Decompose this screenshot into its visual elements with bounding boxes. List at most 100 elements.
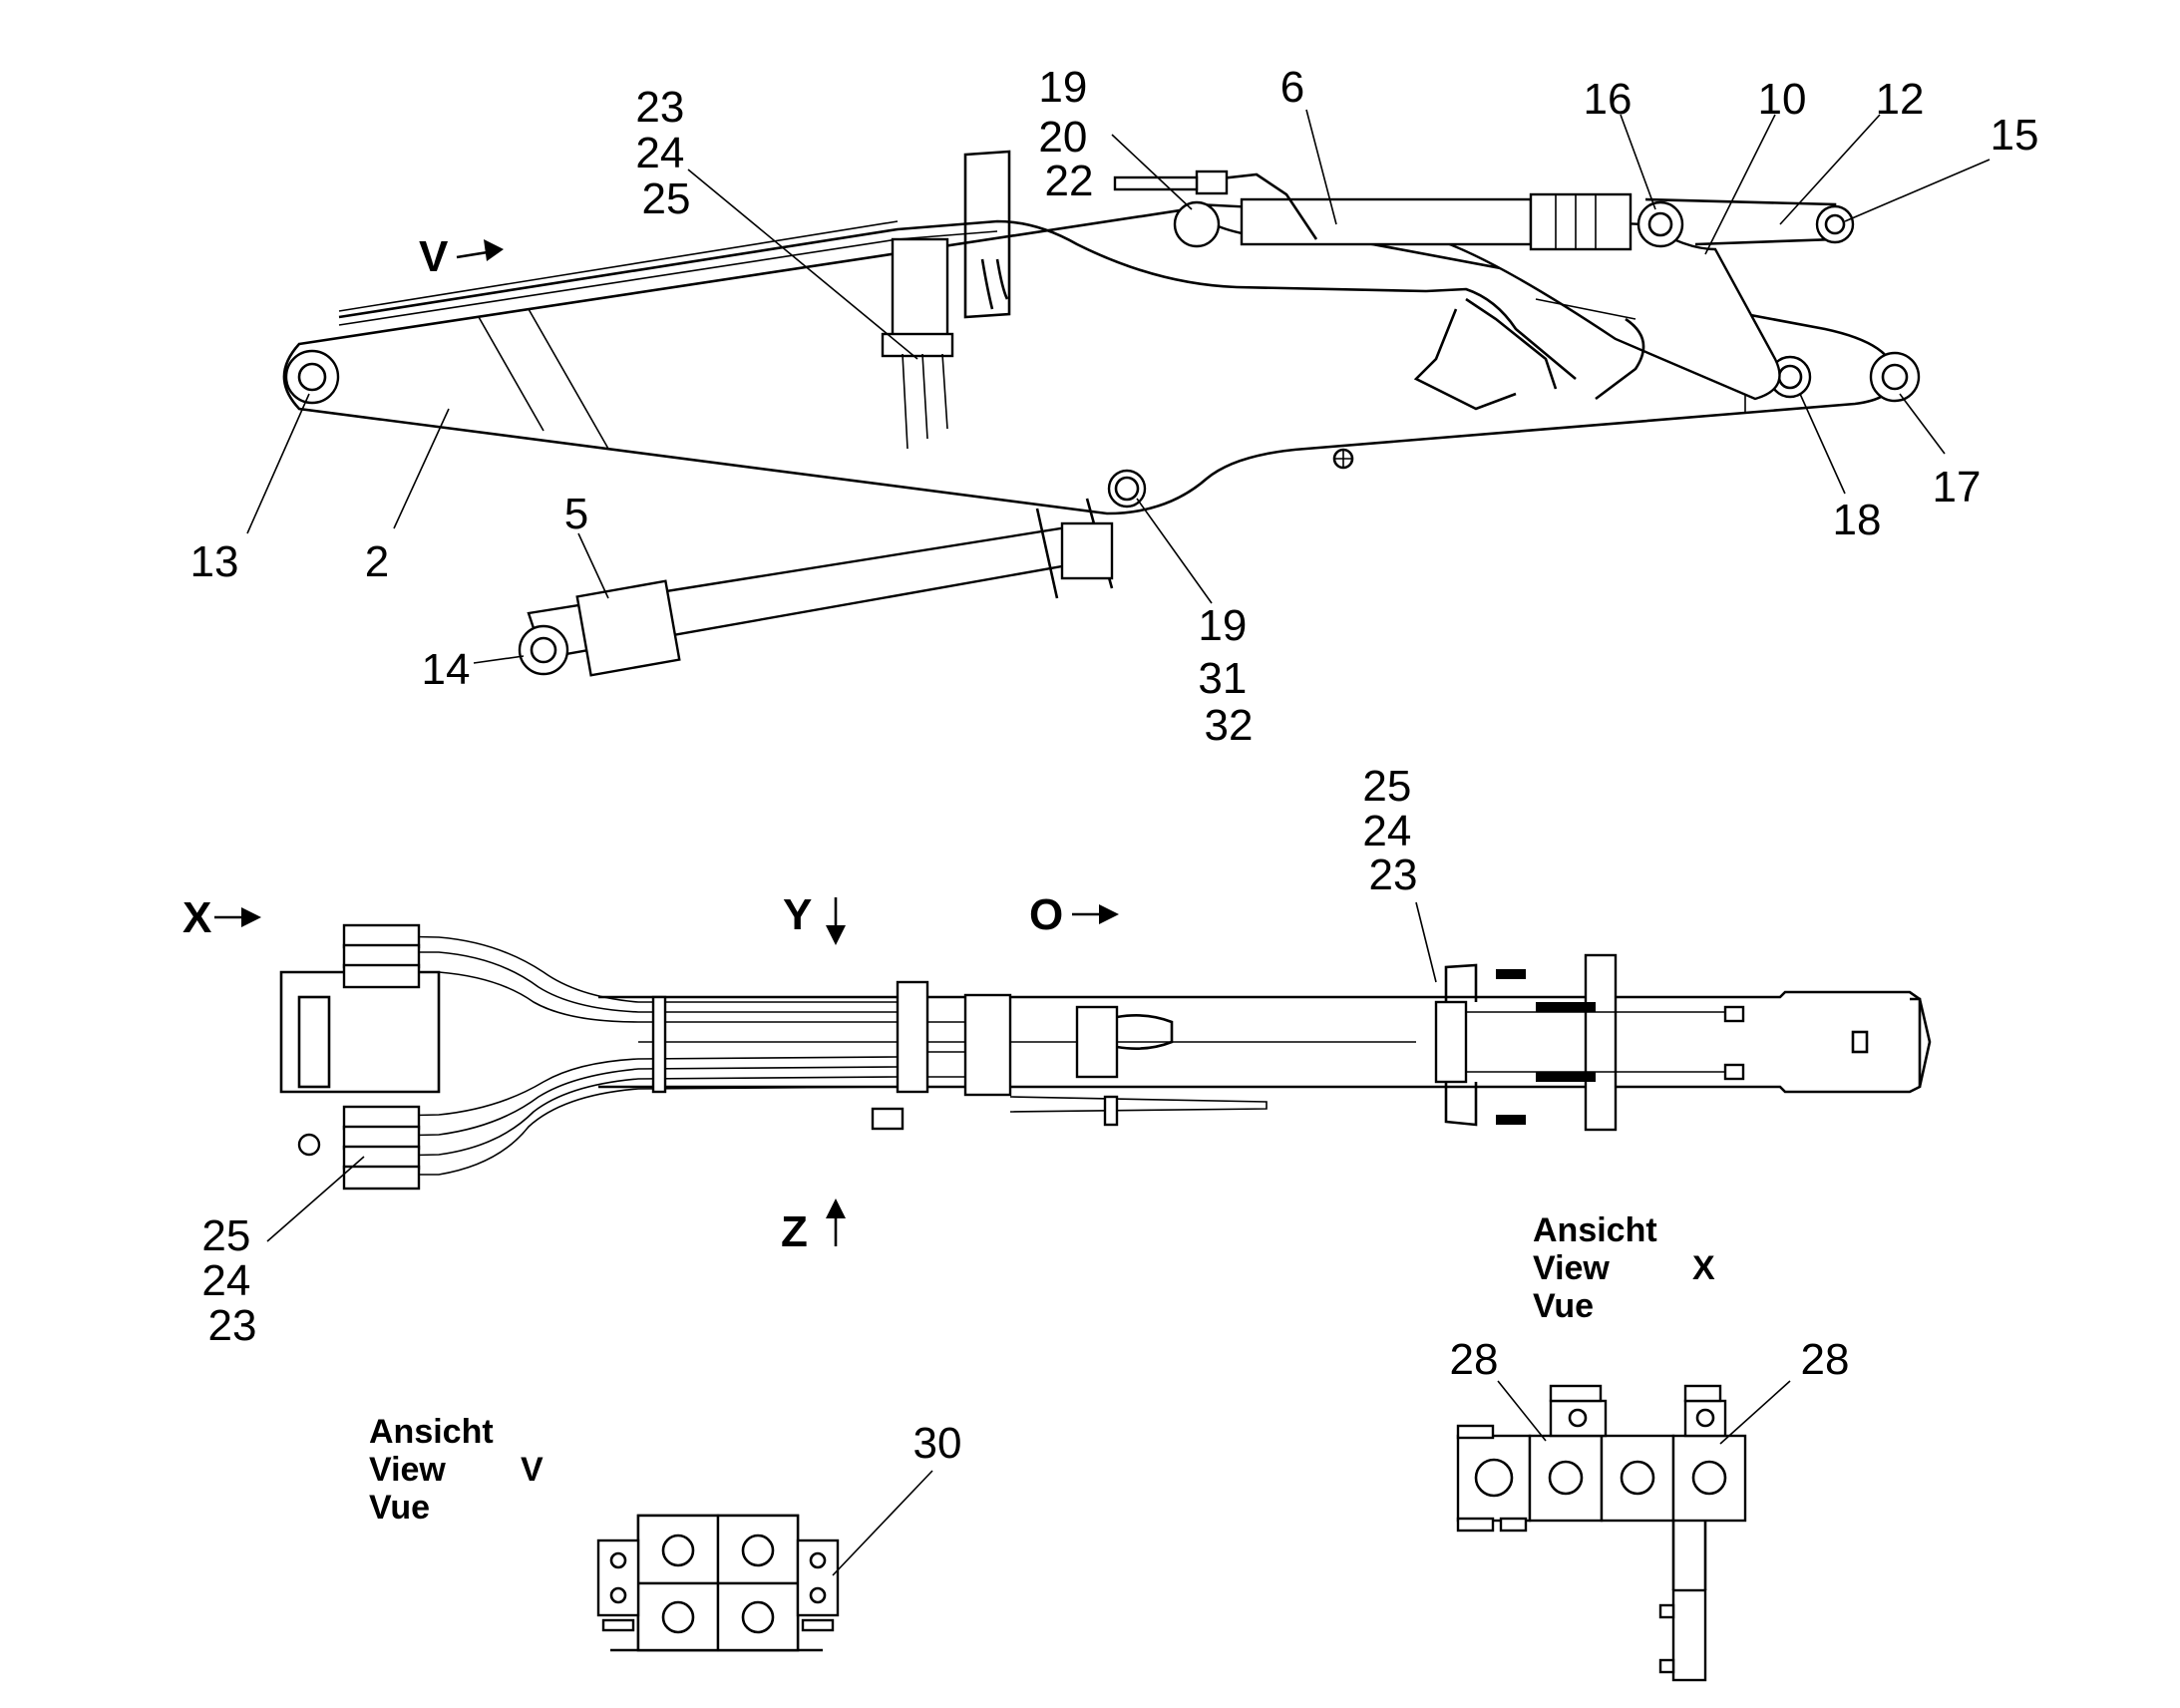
clamp-cell xyxy=(636,1514,720,1585)
small-hole xyxy=(609,1551,627,1569)
title-vue: Vue xyxy=(369,1489,430,1527)
detail-v-title: Ansicht View Vue xyxy=(369,1413,503,1527)
cylinder-6-rod xyxy=(1240,197,1533,246)
pin-15 xyxy=(1815,204,1855,244)
label-17: 17 xyxy=(1933,463,1982,512)
clamp xyxy=(1103,1095,1119,1127)
nut xyxy=(1456,1424,1495,1440)
label-32: 32 xyxy=(1205,701,1254,750)
pipe-hole xyxy=(741,1600,775,1634)
hydraulic-line xyxy=(338,220,899,312)
detail-view-v: Ansicht View Vue V 30 xyxy=(369,1413,961,1652)
small-hole xyxy=(809,1551,827,1569)
leader-5 xyxy=(577,532,609,599)
fitting xyxy=(342,943,421,969)
cylinder-5-head xyxy=(575,579,681,677)
boom-foot-pin xyxy=(297,995,331,1089)
label-13: 13 xyxy=(190,537,239,586)
boom-head-mark xyxy=(1851,1030,1869,1054)
hose-fan xyxy=(343,934,898,1003)
leader-10 xyxy=(1704,114,1776,255)
label-23: 23 xyxy=(635,83,684,132)
fitting xyxy=(342,1125,421,1151)
hose-bundle xyxy=(1413,308,1517,411)
label-28-left: 28 xyxy=(1450,1335,1499,1384)
label-28-right: 28 xyxy=(1801,1335,1850,1384)
label-25: 25 xyxy=(201,1211,250,1260)
mount-plate xyxy=(1671,1588,1707,1682)
label-group-left: 25 24 23 xyxy=(201,1211,262,1350)
top-clamp xyxy=(1683,1399,1727,1438)
leader-15 xyxy=(1844,159,1991,222)
clamp-cell xyxy=(1600,1434,1675,1523)
hose-bundle xyxy=(1535,298,1636,320)
label-2: 2 xyxy=(365,537,389,586)
top-clamp xyxy=(1549,1399,1608,1438)
fitting xyxy=(342,963,421,989)
hose-bundle xyxy=(1465,297,1558,390)
view-v-arrowhead xyxy=(484,239,504,261)
pin-16 xyxy=(1636,200,1684,248)
hose-spiral xyxy=(1496,1115,1526,1125)
boom-foot xyxy=(279,970,441,1094)
valve-unit xyxy=(1075,1005,1119,1079)
pin-14-bore xyxy=(530,636,557,664)
mount-plate-link xyxy=(1671,1521,1707,1590)
detail-x-letter: X xyxy=(1692,1249,1715,1287)
label-group-19-31-32: 19 31 32 xyxy=(1198,601,1259,750)
pin-19-lower xyxy=(1107,469,1147,509)
pin-16-bore xyxy=(1647,211,1673,237)
leader-2 xyxy=(393,408,450,529)
detail-x-title: Ansicht View Vue xyxy=(1533,1211,1666,1325)
view-o-label: O xyxy=(1029,890,1063,939)
hydraulic-line xyxy=(338,219,1427,319)
cylinder-6-barrel xyxy=(1529,192,1633,251)
pin-13 xyxy=(284,349,340,405)
label-16: 16 xyxy=(1584,75,1633,124)
view-y-arrowhead xyxy=(826,925,846,945)
detail-view-x: Ansicht View Vue X 28 28 xyxy=(1450,1211,1850,1682)
pipe-hole xyxy=(1548,1460,1584,1496)
label-10: 10 xyxy=(1758,75,1807,124)
label-22: 22 xyxy=(1045,157,1094,205)
nut xyxy=(1456,1517,1495,1533)
small-clamp xyxy=(796,1538,840,1617)
leader-28-right xyxy=(1719,1380,1791,1445)
extra-hose xyxy=(1009,1096,1268,1113)
label-5: 5 xyxy=(564,490,588,538)
clamp xyxy=(651,995,667,1094)
view-z-arrowhead xyxy=(826,1198,846,1218)
top-view: X Y O Z 25 24 23 25 24 23 xyxy=(182,762,1932,1350)
pin-14 xyxy=(518,624,569,676)
detail-v-letter: V xyxy=(521,1451,544,1489)
hose-bundle xyxy=(1595,317,1645,401)
cylinder-5-fitting xyxy=(1060,521,1114,580)
title-vue: Vue xyxy=(1533,1287,1594,1325)
pin-19-lower-bore xyxy=(1114,476,1140,502)
label-19: 19 xyxy=(1198,601,1247,650)
hose-fan xyxy=(344,971,898,1023)
view-x-label: X xyxy=(182,893,211,942)
label-24: 24 xyxy=(201,1256,250,1305)
nut xyxy=(1549,1384,1603,1403)
nut xyxy=(601,1618,635,1632)
clamp-cell xyxy=(716,1581,800,1652)
small-hole xyxy=(809,1586,827,1604)
view-v-label: V xyxy=(419,232,449,281)
clamp-cell xyxy=(1671,1434,1747,1523)
boom-head xyxy=(1910,997,1932,1088)
clamp-cell xyxy=(636,1581,720,1652)
hose-spiral xyxy=(1536,1002,1596,1012)
boom-web-line xyxy=(478,316,545,432)
nut xyxy=(1658,1658,1675,1674)
top-bracket xyxy=(963,150,1011,319)
boom-top-outline xyxy=(598,990,1922,1094)
right-clamp xyxy=(1444,963,1478,1127)
link-10 xyxy=(1195,202,1781,401)
fitting xyxy=(342,923,421,949)
clamp-cell xyxy=(1456,1434,1532,1523)
clamp-cell xyxy=(716,1514,800,1585)
fitting xyxy=(342,1105,421,1131)
valve-block xyxy=(891,237,949,351)
clamp-cell xyxy=(1528,1434,1604,1523)
